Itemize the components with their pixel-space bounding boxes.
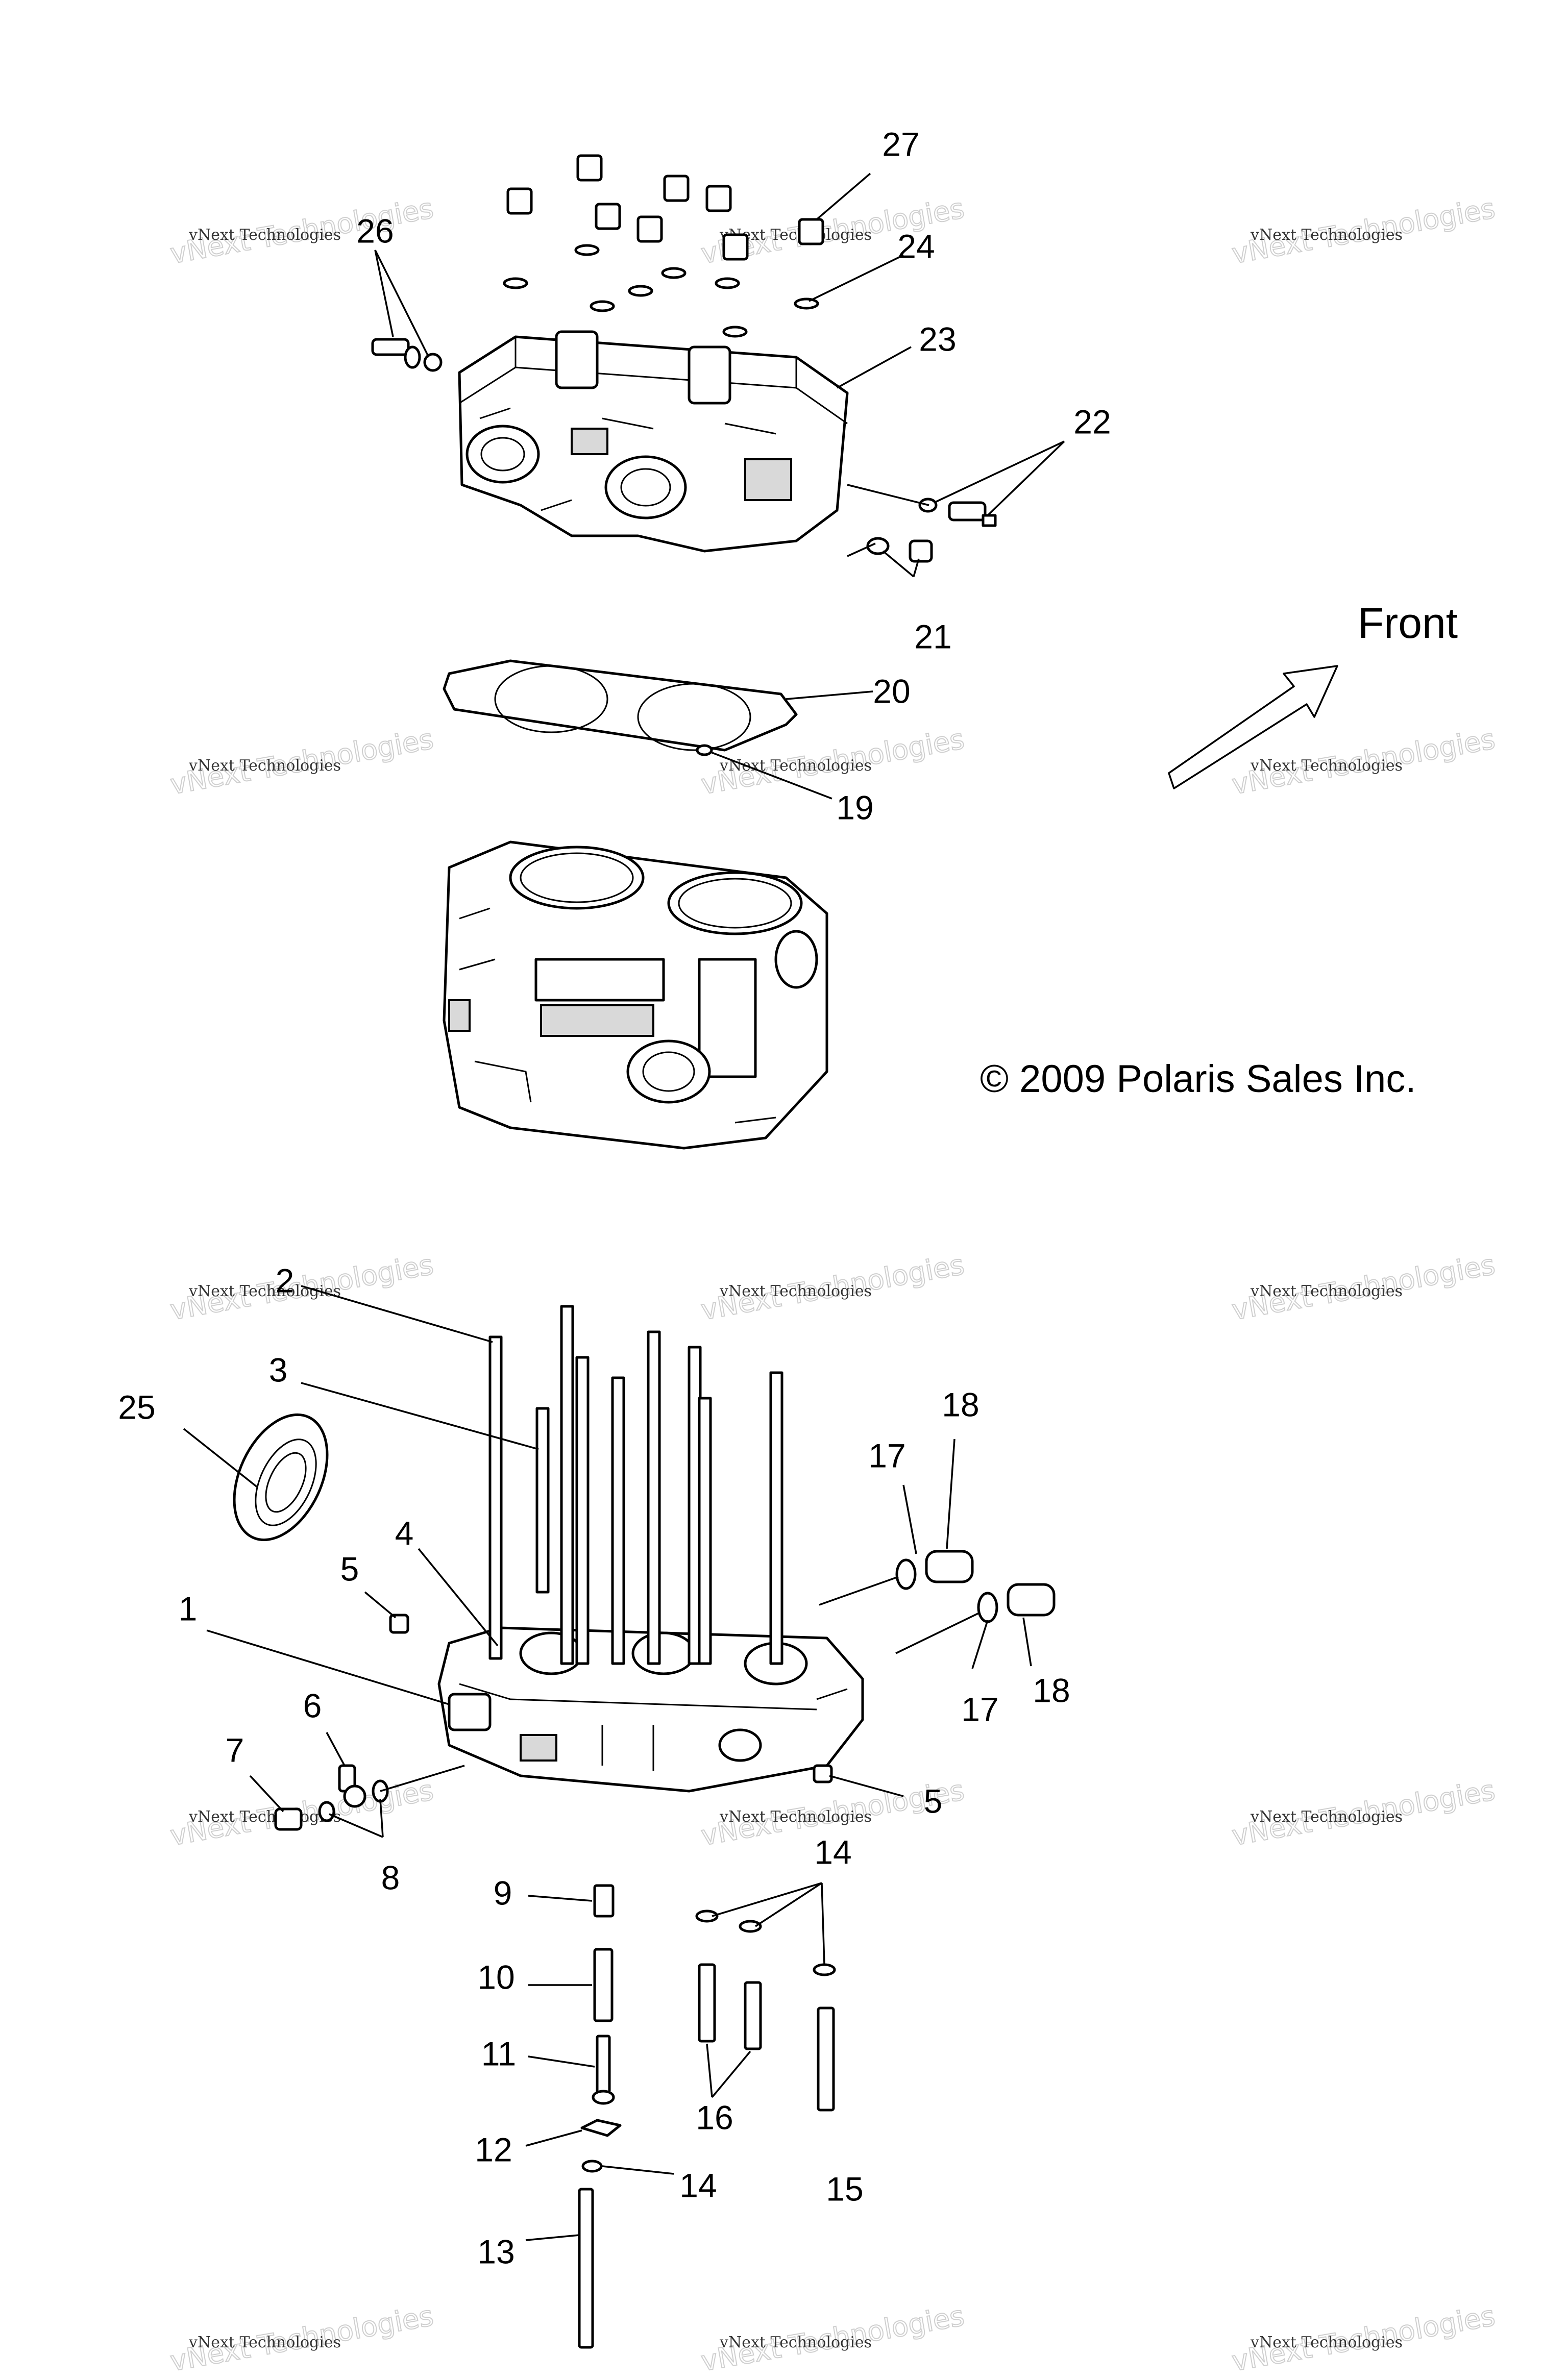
- callout-20: 20: [873, 672, 910, 710]
- callout-9: 9: [494, 1874, 512, 1912]
- callout-19: 19: [836, 788, 873, 826]
- callout-18a: 18: [942, 1385, 979, 1423]
- watermark-small: vNext Technologies: [188, 226, 341, 244]
- fitting-6-7-8: [274, 1764, 389, 1831]
- callout-13: 13: [477, 2233, 514, 2270]
- watermark-small: vNext Technologies: [188, 757, 341, 775]
- callout-5a: 5: [340, 1550, 359, 1588]
- callout-11: 11: [481, 2035, 517, 2072]
- watermark-small: vNext Technologies: [1250, 757, 1403, 775]
- watermark-small: vNext Technologies: [719, 2334, 872, 2351]
- stud-3: [535, 1407, 550, 1594]
- seal-25: [233, 1413, 329, 1542]
- callout-23: 23: [919, 320, 956, 358]
- watermark: vNext Technologies vNext Technologies: [698, 1248, 967, 1327]
- fitting-22: [918, 498, 997, 527]
- callout-14b: 14: [679, 2166, 717, 2204]
- callout-24: 24: [897, 227, 935, 265]
- valve-covers-27: [506, 154, 824, 261]
- watermark: vNext Technologies vNext Technologies: [167, 191, 436, 270]
- plug-5: [389, 1614, 833, 1783]
- copyright-text: © 2009 Polaris Sales Inc.: [980, 1057, 1416, 1101]
- studs-2: [488, 1305, 783, 1665]
- sensor-26: [371, 338, 443, 372]
- front-arrow: Front: [1168, 599, 1458, 789]
- cylinder-head-23: [458, 330, 849, 553]
- callout-4: 4: [395, 1514, 414, 1552]
- callout-2: 2: [276, 1261, 295, 1299]
- watermark: vNext Technologies vNext Technologies: [1229, 1773, 1498, 1852]
- fittings-17-18: [895, 1550, 1056, 1623]
- callout-15: 15: [826, 2170, 863, 2208]
- head-gasket-20: [443, 659, 798, 752]
- leader-lines: [183, 172, 1065, 2241]
- callout-14a: 14: [814, 1833, 851, 1871]
- washers-24: [503, 244, 819, 338]
- callout-6: 6: [303, 1687, 322, 1724]
- callout-12: 12: [475, 2130, 512, 2168]
- cylinder-block: [443, 840, 828, 1150]
- plug-21: [866, 537, 933, 563]
- watermark-small: vNext Technologies: [719, 1282, 872, 1300]
- callout-8: 8: [381, 1858, 400, 1896]
- callout-3: 3: [269, 1351, 288, 1389]
- watermark-small: vNext Technologies: [188, 1282, 341, 1300]
- watermark-small: vNext Technologies: [1250, 2334, 1403, 2351]
- callout-27: 27: [882, 125, 919, 163]
- watermark-small: vNext Technologies: [188, 1808, 341, 1826]
- watermark: vNext Technologies vNext Technologies: [167, 722, 436, 801]
- watermark-small: vNext Technologies: [1250, 226, 1403, 244]
- callout-5b: 5: [924, 1782, 943, 1820]
- callout-numbers: 27 26 24 23 22 21 20 19 2 3 25 4 5 1 6 7…: [118, 125, 1111, 2270]
- dowel-19: [696, 744, 713, 756]
- callout-26: 26: [356, 212, 394, 250]
- watermark: vNext Technologies vNext Technologies: [698, 2299, 967, 2378]
- watermark: vNext Technologies vNext Technologies: [1229, 2299, 1498, 2378]
- watermark-small: vNext Technologies: [719, 1808, 872, 1826]
- watermark-small: vNext Technologies: [719, 757, 872, 775]
- callout-7: 7: [226, 1731, 244, 1769]
- callout-17b: 17: [961, 1690, 998, 1728]
- watermark: vNext Technologies vNext Technologies: [167, 1248, 436, 1327]
- callout-25: 25: [118, 1388, 155, 1426]
- watermark-small: vNext Technologies: [1250, 1282, 1403, 1300]
- callout-17a: 17: [868, 1436, 905, 1474]
- front-label: Front: [1358, 599, 1458, 647]
- watermark: vNext Technologies vNext Technologies: [1229, 191, 1498, 270]
- callout-16: 16: [696, 2098, 733, 2136]
- watermark-small: vNext Technologies: [188, 2334, 341, 2351]
- callout-10: 10: [477, 1958, 514, 1996]
- callout-1: 1: [179, 1590, 198, 1627]
- callout-18b: 18: [1033, 1671, 1070, 1709]
- watermark: vNext Technologies vNext Technologies: [167, 2299, 436, 2378]
- callout-22: 22: [1073, 403, 1111, 440]
- callout-21: 21: [914, 617, 951, 655]
- bottom-hardware: [578, 1884, 836, 2349]
- watermark: vNext Technologies vNext Technologies: [1229, 1248, 1498, 1327]
- watermark-small: vNext Technologies: [1250, 1808, 1403, 1826]
- watermark: vNext Technologies vNext Technologies: [1229, 722, 1498, 801]
